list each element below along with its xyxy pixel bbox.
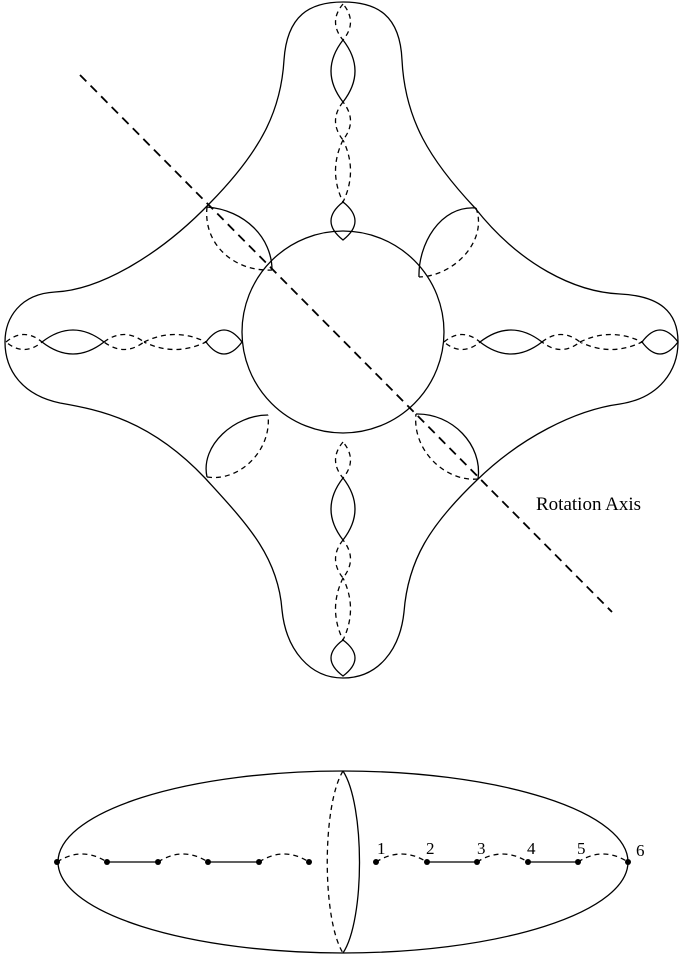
dashed-segment (157, 853, 209, 863)
quotient-surface: 1 2 3 4 5 6 (54, 770, 645, 954)
top-arm-link (334, 3, 352, 42)
handle-top-left (206, 206, 273, 271)
central-hole (241, 230, 445, 434)
point-label-3: 3 (477, 839, 486, 858)
left-arm-link (103, 333, 146, 351)
bottom-arm-link (330, 639, 356, 677)
bottom-arm-link (334, 539, 352, 580)
handle-top-right (418, 207, 479, 278)
dashed-segment (375, 853, 428, 863)
point-label-6: 6 (636, 841, 645, 860)
top-arm-link (330, 39, 356, 104)
bottom-arm-link (334, 441, 352, 480)
chain-point (625, 859, 631, 865)
chain-point (373, 859, 379, 865)
left-arm-link (5, 333, 44, 351)
left-arm-link (205, 329, 243, 355)
chain-point (104, 859, 110, 865)
dashed-segment (258, 853, 310, 863)
chain-point (575, 859, 581, 865)
point-labels: 1 2 3 4 5 6 (377, 839, 645, 860)
chain-point (256, 859, 262, 865)
right-arm-link (541, 333, 582, 351)
chain-point (205, 859, 211, 865)
point-chain (54, 853, 631, 865)
bottom-arm-link (334, 577, 352, 642)
handle-bottom-left (205, 414, 269, 479)
chain-point (155, 859, 161, 865)
meridian-back (326, 770, 344, 954)
chain-point (54, 859, 60, 865)
left-arm-link (41, 329, 106, 355)
right-arm-link (443, 333, 482, 351)
chain-point (525, 859, 531, 865)
rotation-axis (79, 74, 613, 613)
handle-bottom-right (415, 413, 480, 480)
rotation-axis-label: Rotation Axis (536, 494, 641, 515)
point-label-4: 4 (527, 839, 536, 858)
top-arm-link (330, 201, 356, 241)
right-arm-link (479, 329, 544, 355)
left-arm-link (143, 333, 208, 351)
chain-point (306, 859, 312, 865)
arm-chains (5, 3, 679, 677)
bottom-arm-link (330, 477, 356, 542)
four-armed-surface (4, 1, 679, 679)
surface-outline (4, 1, 679, 679)
chain-point (424, 859, 430, 865)
point-label-1: 1 (377, 839, 386, 858)
meridian-front (342, 770, 361, 954)
right-arm-link (641, 329, 679, 355)
point-label-2: 2 (426, 839, 435, 858)
dashed-segment (577, 853, 629, 863)
top-arm-link (334, 139, 352, 204)
dashed-segment (476, 853, 529, 863)
top-arm-link (334, 101, 352, 142)
point-label-5: 5 (577, 839, 586, 858)
dashed-segment (56, 853, 108, 863)
chain-point (474, 859, 480, 865)
right-arm-link (579, 333, 644, 351)
